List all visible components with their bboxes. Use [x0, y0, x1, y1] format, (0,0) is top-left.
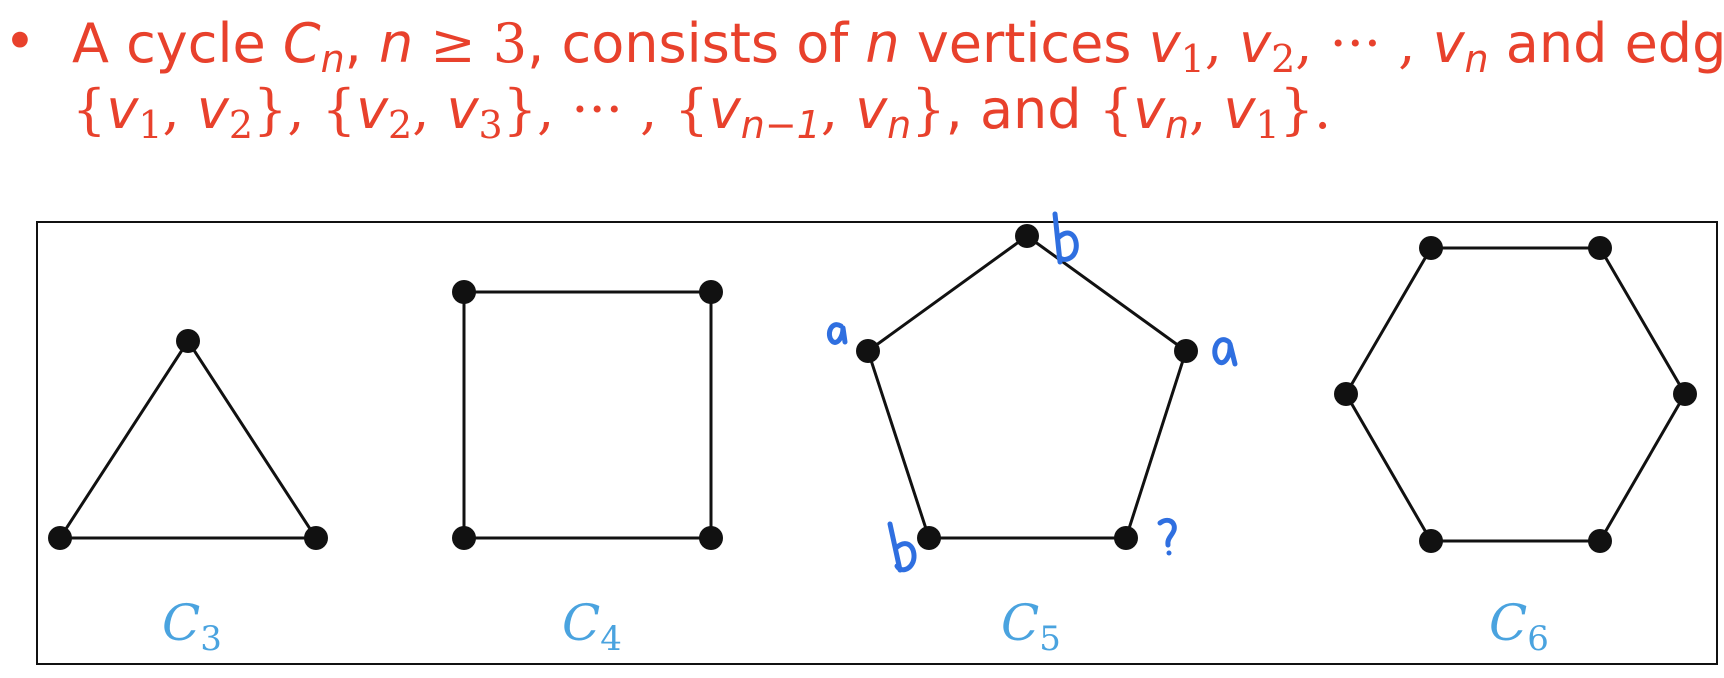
math-v1: v — [1149, 12, 1182, 75]
brace-close-3: } — [911, 78, 945, 141]
e3-comma: , — [821, 78, 855, 141]
e4-vn: v — [1133, 78, 1166, 141]
text-comma: , — [345, 12, 379, 75]
c6-vertex — [1673, 382, 1697, 406]
graph-c4-vertices — [452, 280, 723, 550]
e2-v3: v — [447, 78, 480, 141]
handwritten-annotation-question — [1157, 517, 1177, 556]
c5-vertex — [1015, 224, 1039, 248]
e2-v2-sub: 2 — [388, 103, 412, 147]
c6-vertex — [1334, 382, 1358, 406]
e1-comma: , — [163, 78, 197, 141]
graph-c5-vertices — [856, 224, 1198, 550]
c5-vertex — [1174, 339, 1198, 363]
text-and: , and — [946, 78, 1099, 141]
math-sub-n2: n — [1465, 37, 1489, 81]
label-c4: C4 — [562, 594, 622, 659]
c5-vertex — [1114, 526, 1138, 550]
c6-edges — [1344, 246, 1687, 543]
e2-v3-sub: 3 — [479, 103, 503, 147]
label-c3: C3 — [162, 594, 222, 659]
text-a-cycle: A cycle — [72, 12, 283, 75]
e1-v2: v — [197, 78, 230, 141]
handwritten-annotation-bottom-b — [887, 521, 917, 573]
e4-vn-sub: n — [1165, 103, 1189, 147]
c6-vertex — [1419, 236, 1443, 260]
math-dots: , ··· , — [1295, 12, 1432, 75]
math-v2: v — [1239, 12, 1272, 75]
e1-v2-sub: 2 — [229, 103, 253, 147]
brace-close-open-2: }, { — [253, 78, 356, 141]
diagram-frame — [36, 221, 1718, 665]
definition-line-1: A cycle Cn, n ≥ 3, consists of n vertice… — [72, 12, 1724, 81]
brace-open-1: { — [72, 78, 106, 141]
e3-vn1-sub: n−1 — [741, 103, 821, 147]
bullet-marker: • — [4, 10, 36, 73]
c4-edges — [462, 290, 713, 540]
math-sub-1: 1 — [1181, 37, 1205, 81]
handwritten-annotation-right-a — [1212, 337, 1238, 367]
text-and-edges: and edges — [1489, 12, 1724, 75]
text-vertices: vertices — [900, 12, 1149, 75]
label-c6: C6 — [1489, 594, 1549, 659]
label-c5: C5 — [1001, 594, 1061, 659]
c5-edges — [866, 234, 1188, 540]
c6-vertex — [1588, 236, 1612, 260]
handwritten-annotation-left-a — [826, 322, 848, 345]
c5-vertex — [856, 339, 880, 363]
c3-vertex — [176, 329, 200, 353]
math-sub-n: n — [321, 37, 345, 81]
graph-c6-vertices — [1334, 236, 1697, 553]
c5-vertex — [917, 526, 941, 550]
math-C: C — [283, 12, 321, 75]
c3-vertex — [48, 526, 72, 550]
graph-c4 — [462, 290, 713, 540]
text-consists-of: , consists of — [527, 12, 865, 75]
e3-vn1: v — [709, 78, 742, 141]
math-comma: , — [1205, 12, 1239, 75]
math-vn: v — [1433, 12, 1466, 75]
c6-vertex — [1588, 529, 1612, 553]
math-geq-3: ≥ 3 — [413, 12, 527, 75]
e3-vn: v — [855, 78, 888, 141]
math-sub-2: 2 — [1271, 37, 1295, 81]
handwritten-annotation-top-b — [1052, 211, 1079, 265]
c4-vertex — [699, 526, 723, 550]
brace-dots-open-3: }, ··· , { — [503, 78, 709, 141]
graph-c6 — [1344, 246, 1687, 543]
brace-open-4: { — [1099, 78, 1133, 141]
e2-v2: v — [356, 78, 389, 141]
definition-line-2: {v1, v2}, {v2, v3}, ··· , {vn−1, vn}, an… — [72, 78, 1331, 147]
e4-v1-sub: 1 — [1255, 103, 1279, 147]
e2-comma: , — [412, 78, 446, 141]
brace-close-4: }. — [1280, 78, 1332, 141]
e1-v1: v — [106, 78, 139, 141]
graph-c3-vertices — [48, 329, 328, 550]
graph-c3 — [57, 338, 319, 540]
c4-vertex — [699, 280, 723, 304]
c4-vertex — [452, 280, 476, 304]
math-n-count: n — [865, 12, 899, 75]
e4-v1: v — [1223, 78, 1256, 141]
c4-vertex — [452, 526, 476, 550]
graph-c5 — [866, 234, 1188, 540]
c3-vertex — [304, 526, 328, 550]
c3-edges — [57, 338, 319, 540]
question-dot — [1166, 550, 1172, 556]
e1-v1-sub: 1 — [138, 103, 162, 147]
c6-vertex — [1419, 529, 1443, 553]
e3-vn-sub: n — [887, 103, 911, 147]
math-n: n — [379, 12, 413, 75]
e4-comma: , — [1189, 78, 1223, 141]
